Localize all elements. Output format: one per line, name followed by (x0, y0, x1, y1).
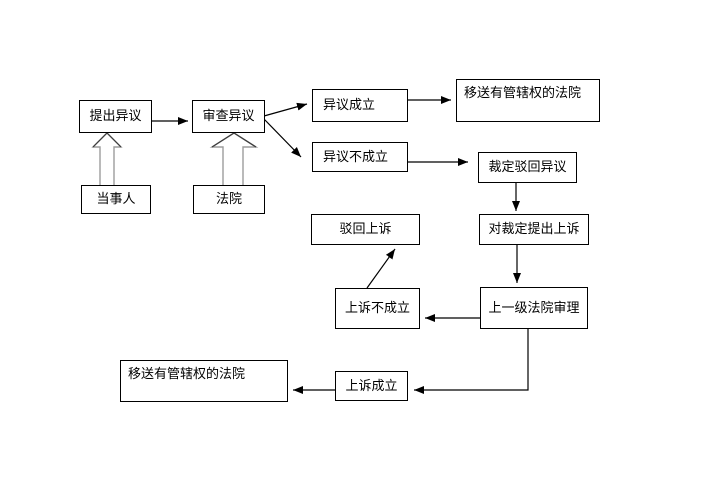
node-label: 上一级法院审理 (488, 299, 580, 315)
arrow-review-to-objection-upheld (263, 102, 308, 117)
node-label: 上诉成立 (345, 377, 398, 393)
node-label: 对裁定提出上诉 (488, 221, 580, 237)
block-arrow-body (209, 132, 259, 187)
node-dismiss-appeal: 驳回上诉 (311, 214, 420, 245)
node-label: 异议不成立 (323, 148, 389, 164)
node-transfer-to-court-top: 移送有管辖权的法院 (456, 79, 600, 122)
arrow-review-to-objection-not-upheld (263, 118, 302, 158)
node-transfer-to-court-bottom: 移送有管辖权的法院 (120, 360, 288, 402)
node-label: 上诉不成立 (344, 300, 410, 316)
node-review-objection: 审查异议 (192, 100, 265, 133)
block-arrow-court-to-review (209, 132, 259, 187)
block-arrow-head (92, 132, 122, 148)
block-arrow-party-to-raise (91, 132, 123, 187)
node-label: 驳回上诉 (339, 221, 392, 237)
node-higher-court-hearing: 上一级法院审理 (480, 287, 588, 329)
node-label: 移送有管辖权的法院 (128, 366, 246, 381)
node-label: 异议成立 (323, 97, 376, 113)
node-appeal-against-ruling: 对裁定提出上诉 (479, 214, 589, 245)
node-raise-objection: 提出异议 (79, 100, 152, 133)
block-arrow-body (91, 132, 123, 187)
node-appeal-not-upheld: 上诉不成立 (335, 288, 420, 329)
arrow-higher-court-to-appeal-upheld (414, 329, 529, 394)
node-label: 提出异议 (89, 108, 142, 124)
node-label: 裁定驳回异议 (488, 159, 567, 175)
node-objection-upheld: 异议成立 (312, 89, 408, 122)
node-label: 审查异议 (202, 108, 255, 124)
node-label: 当事人 (96, 191, 136, 207)
node-court: 法院 (193, 185, 265, 214)
node-ruling-dismiss-objection: 裁定驳回异议 (478, 152, 577, 183)
node-label: 法院 (215, 191, 242, 207)
node-appeal-upheld: 上诉成立 (335, 371, 408, 401)
node-label: 移送有管辖权的法院 (464, 85, 582, 100)
arrow-appeal-not-upheld-to-dismiss (366, 248, 396, 289)
block-arrow-head (211, 132, 257, 148)
node-objection-not-upheld: 异议不成立 (312, 142, 408, 172)
node-party: 当事人 (81, 185, 151, 214)
